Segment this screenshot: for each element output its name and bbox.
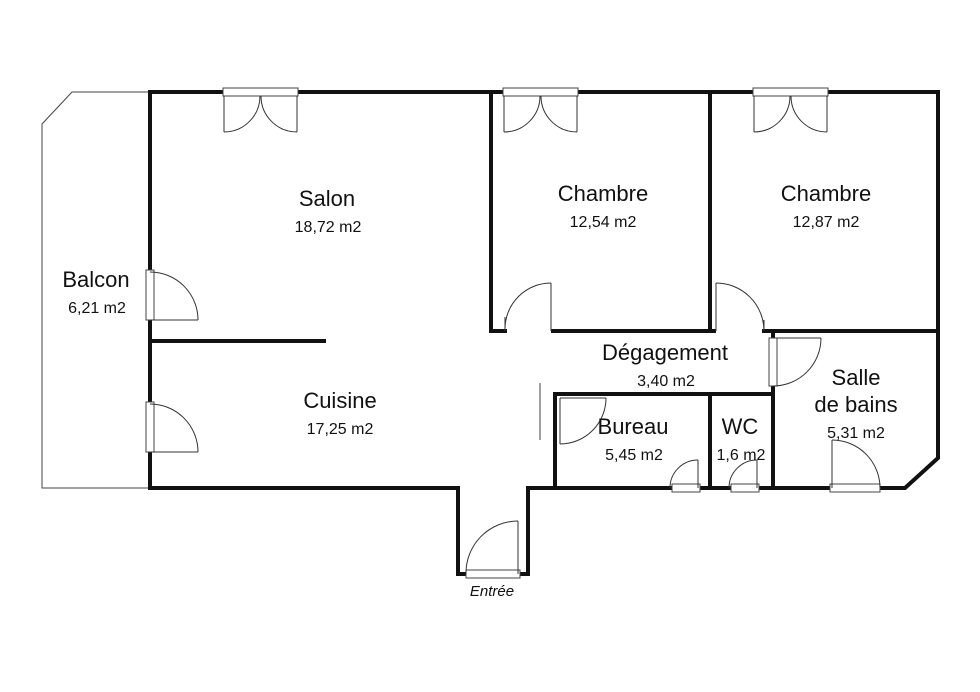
door-chambre-2[interactable] [715,282,765,332]
door-balcon-salon[interactable] [145,269,199,321]
french-door-chambre-1[interactable] [503,95,578,133]
room-name-cuisine: Cuisine [303,388,376,413]
door-bureau[interactable] [559,397,607,445]
room-name-chambre-1: Chambre [558,181,648,206]
room-area-chambre-1: 12,54 m2 [570,214,637,231]
room-name-degagement: Dégagement [602,340,728,365]
exterior-walls [148,90,940,576]
entry-label: Entrée [470,583,514,600]
room-name-salle-de-bains-line-1: Salle [832,365,881,390]
window-chambre-1 [502,87,579,97]
room-area-balcon: 6,21 m2 [68,300,126,317]
room-area-salle-de-bains: 5,31 m2 [827,425,885,442]
door-wc-bottom[interactable] [728,459,760,493]
balcony-outline [41,91,150,489]
door-balcon-cuisine[interactable] [145,401,199,453]
room-area-bureau: 5,45 m2 [605,447,663,464]
room-area-wc: 1,6 m2 [717,447,766,464]
interior-walls [148,90,940,490]
door-sdb-bottom[interactable] [829,439,881,493]
door-bureau-bottom[interactable] [669,459,701,493]
room-name-bureau: Bureau [598,414,669,439]
room-area-salon: 18,72 m2 [295,219,362,236]
door-entree[interactable] [465,520,521,579]
room-area-cuisine: 17,25 m2 [307,421,374,438]
door-chambre-1[interactable] [504,282,552,331]
door-salle-de-bains[interactable] [768,337,822,387]
room-name-salle-de-bains-line-2: de bains [814,392,897,417]
french-door-salon[interactable] [223,95,298,133]
room-name-chambre-2: Chambre [781,181,871,206]
window-chambre-2 [752,87,829,97]
room-name-balcon: Balcon [62,267,129,292]
window-salon [222,87,299,97]
room-name-wc: WC [722,414,759,439]
room-name-salon: Salon [299,186,355,211]
french-door-chambre-2[interactable] [753,95,828,133]
room-area-chambre-2: 12,87 m2 [793,214,860,231]
room-area-degagement: 3,40 m2 [637,373,695,390]
